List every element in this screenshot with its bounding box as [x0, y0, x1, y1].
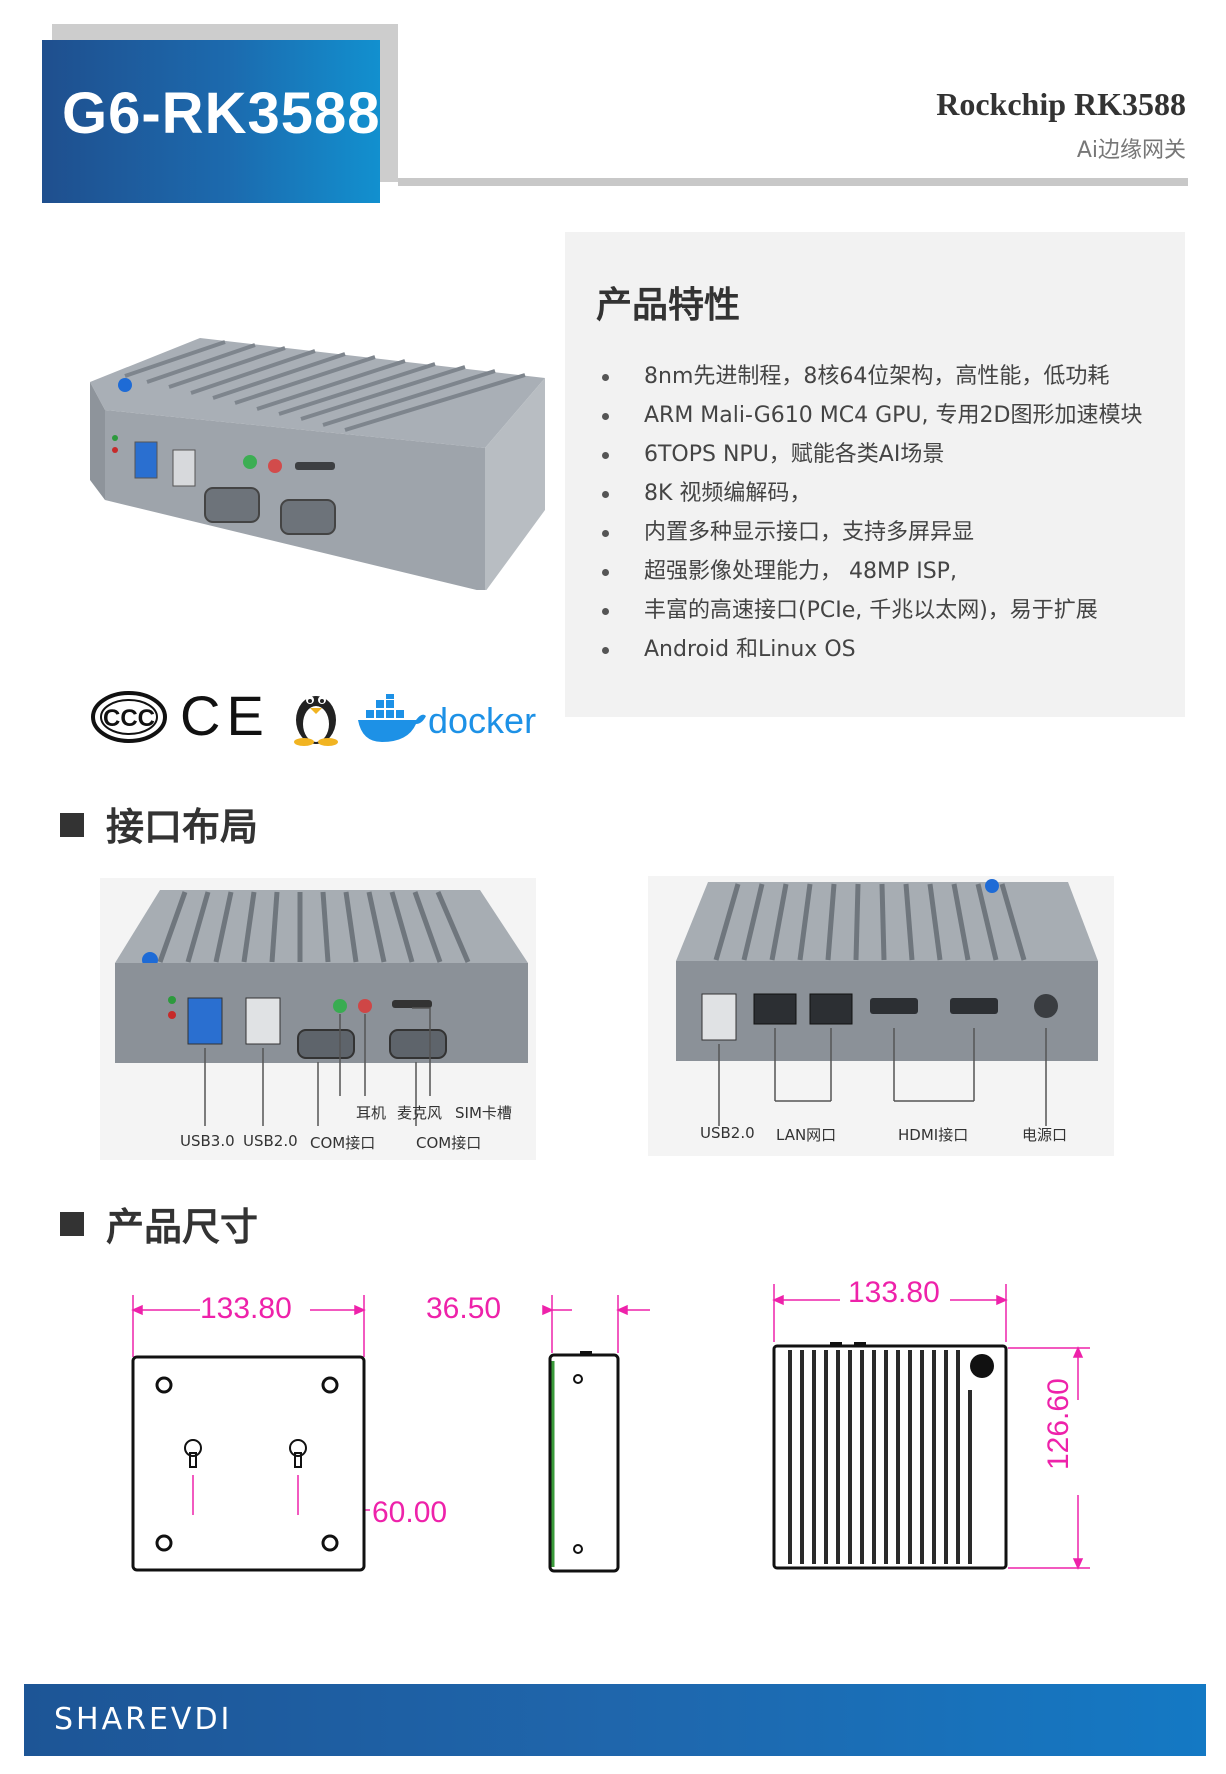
- bullet-icon: [602, 491, 609, 498]
- bullet-icon: [602, 530, 609, 537]
- features-title: 产品特性: [596, 285, 741, 326]
- header-rule: [398, 178, 1188, 186]
- feature-item: 6TOPS NPU，赋能各类AI场景: [600, 440, 1142, 479]
- interface-section-title: 接口布局: [106, 805, 259, 849]
- back-panel-drawing: [676, 879, 1098, 1126]
- model-title: G6-RK3588: [62, 81, 381, 146]
- bullet-icon: [602, 374, 609, 381]
- dimension-hole-spacing: 60.00: [372, 1496, 448, 1529]
- product-photo: [90, 338, 545, 590]
- ce-logo: CE: [180, 684, 270, 747]
- side-view-drawing: [542, 1295, 650, 1573]
- feature-item: ARM Mali-G610 MC4 GPU, 专用2D图形加速模块: [600, 401, 1142, 440]
- front-panel-drawing: [115, 890, 528, 1126]
- dimension-width-a: 133.80: [200, 1292, 292, 1325]
- feature-list: 8nm先进制程，8核64位架构，高性能，低功耗 ARM Mali-G610 MC…: [600, 362, 1142, 674]
- feature-item: 内置多种显示接口，支持多屏异显: [600, 518, 1142, 557]
- dimension-height: 126.60: [1042, 1378, 1075, 1470]
- front-label-usb20: USB2.0: [243, 1132, 298, 1150]
- product-subtitle: Ai边缘网关: [1076, 138, 1186, 163]
- docker-whale-icon: [358, 694, 426, 742]
- bullet-icon: [602, 452, 609, 459]
- back-label-lan: LAN网口: [776, 1126, 837, 1144]
- feature-item: 超强影像处理能力， 48MP ISP,: [600, 557, 1142, 596]
- ccc-logo-text: CCC: [103, 705, 155, 732]
- features-panel: [565, 232, 1185, 717]
- footer-bar: [24, 1684, 1206, 1756]
- back-label-power: 电源口: [1022, 1126, 1068, 1144]
- front-label-sim: SIM卡槽: [455, 1104, 512, 1122]
- section-marker-icon: [60, 813, 84, 837]
- section-marker-icon: [60, 1212, 84, 1236]
- bottom-view-drawing: [131, 1295, 370, 1572]
- front-label-mic: 麦克风: [397, 1104, 443, 1122]
- feature-item: Android 和Linux OS: [600, 635, 1142, 674]
- dimension-width-b: 133.80: [848, 1276, 940, 1309]
- bullet-icon: [602, 608, 609, 615]
- feature-item: 8K 视频编解码，: [600, 479, 1142, 518]
- front-label-earphone: 耳机: [356, 1104, 387, 1122]
- top-view-drawing: [772, 1284, 1090, 1570]
- ccc-logo: CCC: [91, 691, 167, 743]
- front-label-com2: COM接口: [416, 1134, 482, 1152]
- footer-brand-logo: SHAREVDI: [54, 1702, 233, 1737]
- chip-name: Rockchip RK3588: [936, 86, 1186, 122]
- model-banner: [42, 40, 380, 203]
- front-label-usb30: USB3.0: [180, 1132, 235, 1150]
- back-label-usb20: USB2.0: [700, 1124, 755, 1142]
- bullet-icon: [602, 569, 609, 576]
- feature-item: 丰富的高速接口(PCIe, 千兆以太网)，易于扩展: [600, 596, 1142, 635]
- docker-logo-text: docker: [428, 700, 537, 741]
- linux-tux-icon: [294, 696, 338, 746]
- bullet-icon: [602, 413, 609, 420]
- bullet-icon: [602, 647, 609, 654]
- dimension-depth: 36.50: [426, 1292, 502, 1325]
- dimension-section-title: 产品尺寸: [106, 1205, 259, 1249]
- front-label-com1: COM接口: [310, 1134, 376, 1152]
- feature-item: 8nm先进制程，8核64位架构，高性能，低功耗: [600, 362, 1142, 401]
- back-label-hdmi: HDMI接口: [898, 1126, 969, 1144]
